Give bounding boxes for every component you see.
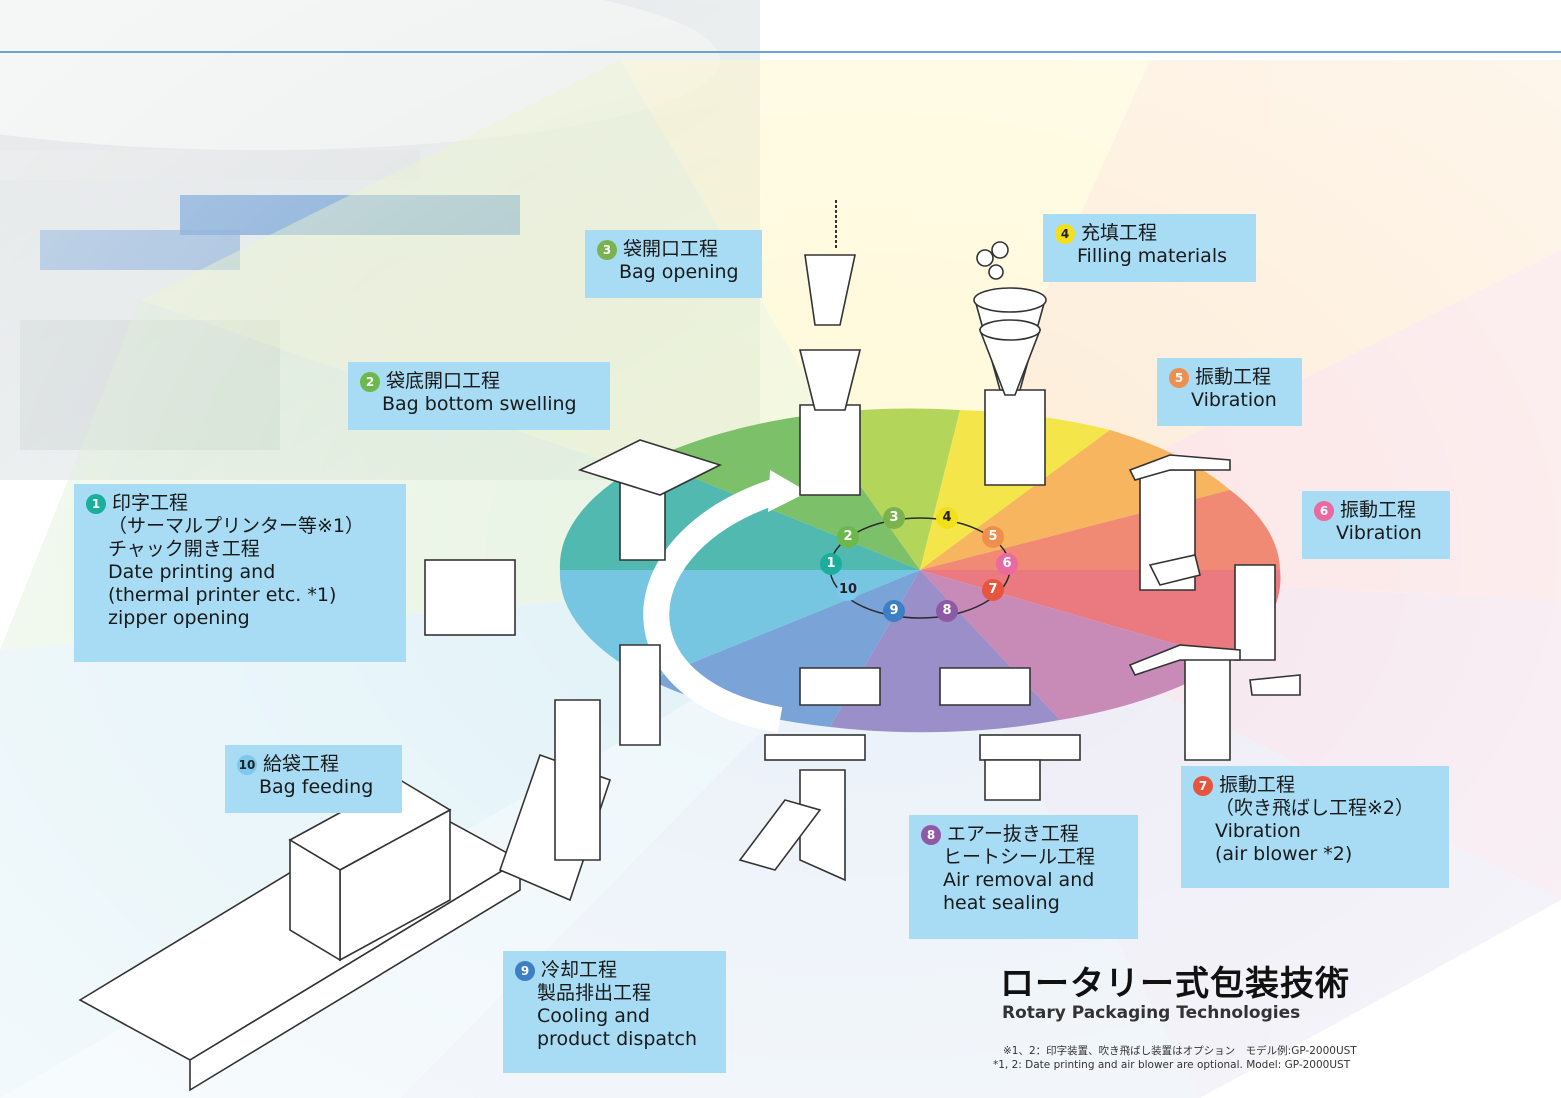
step-7-jp-2: （吹き飛ばし工程※2） (1215, 797, 1415, 819)
step-10-badge: 10 (237, 755, 257, 775)
step-5-en-1: Vibration (1191, 389, 1277, 411)
step-8-en-1: Air removal and (943, 869, 1095, 891)
step-9-box: 9 冷却工程 製品排出工程 Cooling and product dispatc… (503, 951, 726, 1073)
step-4-jp-1: 充填工程 (1081, 222, 1158, 244)
step-8-box: 8 エアー抜き工程 ヒートシール工程 Air removal and heat s… (909, 815, 1138, 939)
step-1-badge: 1 (86, 494, 106, 514)
ring-step-2: 2 (837, 526, 859, 548)
step-10-jp-1: 給袋工程 (263, 753, 340, 775)
step-1-en-3: zipper opening (108, 607, 250, 629)
step-5-box: 5 振動工程 Vibration (1157, 358, 1302, 426)
step-8-badge: 8 (921, 825, 941, 845)
step-8-jp-1: エアー抜き工程 (947, 823, 1079, 845)
step-5-jp-1: 振動工程 (1195, 366, 1272, 388)
step-3-box: 3 袋開口工程 Bag opening (585, 230, 762, 298)
step-9-en-1: Cooling and (537, 1005, 650, 1027)
ring-step-8: 8 (936, 600, 958, 622)
step-1-jp-1: 印字工程 (112, 492, 189, 514)
ring-step-6: 6 (996, 553, 1018, 575)
step-3-en-1: Bag opening (619, 261, 739, 283)
ring-step-3: 3 (883, 507, 905, 529)
step-10-en-1: Bag feeding (259, 776, 374, 798)
step-9-jp-1: 冷却工程 (541, 959, 618, 981)
ring-step-10: 10 (837, 579, 859, 601)
step-8-jp-2: ヒートシール工程 (943, 846, 1096, 868)
step-6-jp-1: 振動工程 (1340, 499, 1417, 521)
step-4-box: 4 充填工程 Filling materials (1043, 214, 1256, 282)
ring-step-5: 5 (982, 526, 1004, 548)
step-3-jp-1: 袋開口工程 (623, 238, 719, 260)
step-1-en-1: Date printing and (108, 561, 276, 583)
step-1-jp-2: （サーマルプリンター等※1） (108, 515, 365, 537)
page-title: ロータリー式包装技術 (1000, 964, 1350, 1004)
ring-step-1: 1 (820, 553, 842, 575)
step-3-badge: 3 (597, 240, 617, 260)
step-1-jp-3: チャック開き工程 (108, 538, 260, 560)
step-6-badge: 6 (1314, 501, 1334, 521)
page-subtitle: Rotary Packaging Technologies (1002, 1003, 1301, 1023)
footnote-jp: ※1、2：印字装置、吹き飛ばし装置はオプション モデル例:GP-2000UST (1003, 1045, 1357, 1057)
step-9-badge: 9 (515, 961, 535, 981)
footnote-en: *1, 2: Date printing and air blower are … (993, 1059, 1351, 1071)
step-7-box: 7 振動工程 （吹き飛ばし工程※2） Vibration (air blower … (1181, 766, 1449, 888)
step-9-en-2: product dispatch (537, 1028, 697, 1050)
step-1-en-2: (thermal printer etc. *1) (108, 584, 337, 606)
step-6-en-1: Vibration (1336, 522, 1422, 544)
step-2-jp-1: 袋底開口工程 (386, 370, 501, 392)
step-8-en-2: heat sealing (943, 892, 1060, 914)
step-1-box: 1 印字工程 （サーマルプリンター等※1） チャック開き工程 Date print… (74, 484, 406, 662)
step-5-badge: 5 (1169, 368, 1189, 388)
ring-step-7: 7 (982, 579, 1004, 601)
ring-step-9: 9 (883, 600, 905, 622)
step-2-box: 2 袋底開口工程 Bag bottom swelling (348, 362, 610, 430)
step-4-en-1: Filling materials (1077, 245, 1228, 267)
step-7-jp-1: 振動工程 (1219, 774, 1296, 796)
ring-step-4: 4 (936, 507, 958, 529)
step-9-jp-2: 製品排出工程 (537, 982, 652, 1004)
step-10-box: 10 給袋工程 Bag feeding (225, 745, 402, 813)
step-7-en-1: Vibration (1215, 820, 1301, 842)
step-2-en-1: Bag bottom swelling (382, 393, 577, 415)
step-4-badge: 4 (1055, 224, 1075, 244)
step-2-badge: 2 (360, 372, 380, 392)
step-7-en-2: (air blower *2) (1215, 843, 1353, 865)
step-7-badge: 7 (1193, 776, 1213, 796)
step-6-box: 6 振動工程 Vibration (1302, 491, 1450, 559)
